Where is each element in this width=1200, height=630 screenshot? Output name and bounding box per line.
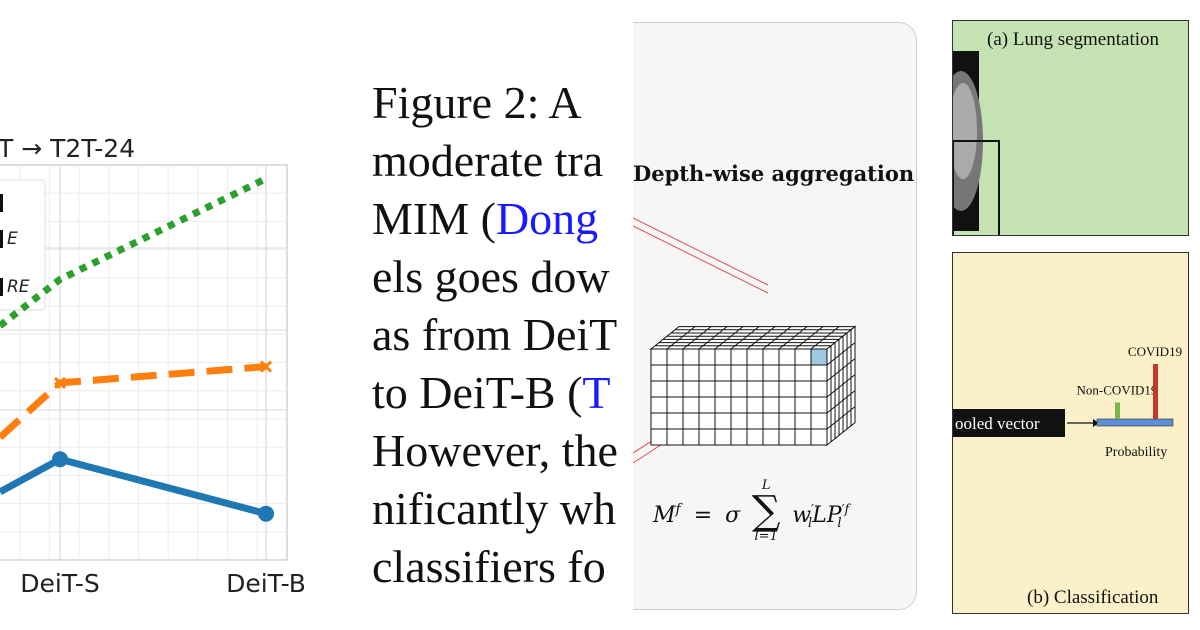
legend-glyph-3	[0, 278, 3, 296]
probability-bar-2	[1153, 364, 1158, 419]
highlighted-cell	[810, 348, 828, 366]
sum-upper: L	[761, 478, 771, 493]
formula-lhs: M	[653, 503, 676, 528]
probability-bars: Non-COVID19 COVID19	[1077, 344, 1182, 419]
classification-diagram: ooled vector Non-COVID19 COVID19 Probabil…	[953, 344, 1182, 460]
depth-aggregation-panel: Depth-wise aggregation Mf = σ L ∑ l=1 w′…	[633, 22, 917, 610]
text-line-1: Figure 2: A	[372, 77, 582, 128]
feature-grid-cube	[649, 325, 857, 447]
text-line-5: as from DeiT	[372, 309, 618, 360]
probability-label: Probability	[1105, 445, 1167, 460]
formula-weight-sup: ′	[811, 502, 814, 518]
probability-axis	[1096, 418, 1174, 427]
data-point-s2-2	[259, 360, 273, 373]
text-line-4: els goes dow	[372, 251, 610, 302]
ct-scan-image	[953, 51, 1000, 235]
sum-lower: l=1	[754, 529, 778, 544]
line-chart: T → T2T-24 E RE DeiT-S DeiT-B	[0, 134, 306, 598]
data-point-s3-2	[258, 505, 274, 522]
formula-equals: =	[693, 503, 713, 528]
line-chart-panel: T → T2T-24 E RE DeiT-S DeiT-B	[0, 0, 330, 630]
bar-label-1: Non-COVID19	[1077, 383, 1158, 398]
formula-sigma: σ	[725, 503, 741, 528]
legend-entry-1: E	[7, 229, 18, 249]
classification-label: (b) Classification	[1027, 587, 1159, 608]
chart-title: T → T2T-24	[0, 134, 135, 163]
text-line-3: MIM (Dong	[372, 196, 598, 242]
bar-label-2: COVID19	[1128, 344, 1182, 359]
formula-lp: LP	[812, 503, 842, 528]
text-line-6-start: to DeiT-B (	[372, 367, 583, 418]
data-point-s2-1	[53, 376, 67, 389]
pooled-vector-label: ooled vector	[955, 414, 1040, 433]
text-line-2: moderate tra	[372, 135, 604, 186]
depth-aggregation-title: Depth-wise aggregation	[633, 161, 915, 186]
text-line-8: nificantly wh	[372, 483, 616, 534]
data-point-s3-1	[52, 451, 68, 468]
citation-link-2[interactable]: T	[582, 367, 611, 418]
text-line-6: to DeiT-B (T	[372, 370, 611, 416]
pooled-vector-box	[953, 409, 1065, 437]
sum-symbol: ∑	[751, 488, 781, 534]
text-line-3-start: MIM (	[372, 193, 496, 244]
plot-area: E RE DeiT-S DeiT-B	[0, 164, 306, 598]
lung-segmentation-panel: (a) Lung segmentation	[952, 20, 1189, 236]
legend-glyph-2	[0, 230, 3, 248]
legend-entry-2: RE	[7, 277, 30, 297]
legend-glyph-1	[0, 194, 3, 212]
x-tick-label-1: DeiT-S	[20, 569, 99, 598]
paper-text-excerpt: Figure 2: A moderate tra MIM (Dong els g…	[330, 0, 635, 630]
citation-link[interactable]: Dong	[495, 193, 599, 244]
formula-weight-sub: l	[807, 516, 813, 532]
classification-panel: ooled vector Non-COVID19 COVID19 Probabil…	[952, 252, 1189, 614]
formula-weight: w	[792, 503, 812, 528]
probability-bar-1	[1115, 402, 1120, 419]
x-tick-label-2: DeiT-B	[226, 569, 306, 598]
formula-lp-sup: ′f	[841, 502, 850, 518]
aggregation-formula: Mf = σ L ∑ l=1 w′lLP′fl	[653, 479, 849, 549]
lung-segmentation-label: (a) Lung segmentation	[987, 29, 1160, 50]
text-line-9: classifiers fo	[372, 541, 606, 592]
text-line-7: However, the	[372, 425, 618, 476]
feature-cube-diagram	[633, 217, 857, 464]
formula-lhs-sup: f	[675, 501, 681, 518]
summation: L ∑ l=1	[749, 479, 783, 545]
formula-lp-sub: l	[837, 516, 842, 532]
